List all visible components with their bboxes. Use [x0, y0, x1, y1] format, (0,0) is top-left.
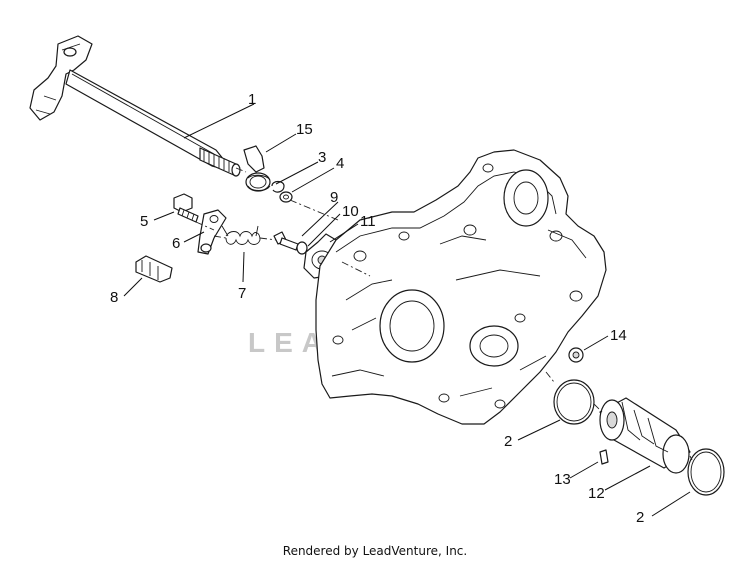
circlip-part-3	[271, 180, 285, 193]
leader-lines	[123, 103, 691, 517]
stud-bolt-part-8	[135, 255, 173, 283]
callout-15: 15	[296, 121, 313, 138]
callout-11: 11	[360, 213, 376, 230]
exploded-parts-diagram: LEADVENTURE	[29, 35, 725, 526]
callout-6: 6	[172, 235, 180, 252]
callout-2-upper: 2	[504, 433, 512, 450]
lever-plate-part-6	[197, 209, 227, 255]
shift-drum-part-12	[599, 397, 691, 474]
callout-13: 13	[554, 471, 571, 488]
shift-shaft-part-1	[29, 35, 241, 177]
seal-part-14	[568, 347, 584, 363]
callout-14: 14	[610, 327, 627, 344]
washer-part-4	[279, 191, 293, 203]
spring-lever-part-15	[243, 145, 271, 192]
callout-2-lower: 2	[636, 509, 644, 526]
footer-credit: Rendered by LeadVenture, Inc.	[282, 544, 468, 558]
crankcase-housing	[315, 149, 607, 425]
o-ring-part-2-lower	[687, 448, 725, 496]
bolt-part-5	[173, 193, 199, 223]
o-ring-part-2-upper	[553, 379, 595, 425]
pin-part-13	[599, 449, 609, 465]
assembly-center-lines	[195, 167, 693, 461]
callout-4: 4	[336, 155, 344, 172]
callout-7: 7	[238, 285, 246, 302]
callout-12: 12	[588, 485, 605, 502]
callout-5: 5	[140, 213, 148, 230]
bolt-part-9	[273, 231, 299, 251]
callout-9: 9	[330, 189, 338, 206]
washer-part-10	[296, 241, 308, 255]
callout-10: 10	[342, 203, 359, 220]
callout-8: 8	[110, 289, 118, 306]
torsion-spring-part-7	[221, 225, 261, 245]
callout-1: 1	[248, 91, 256, 108]
callout-3: 3	[318, 149, 326, 166]
